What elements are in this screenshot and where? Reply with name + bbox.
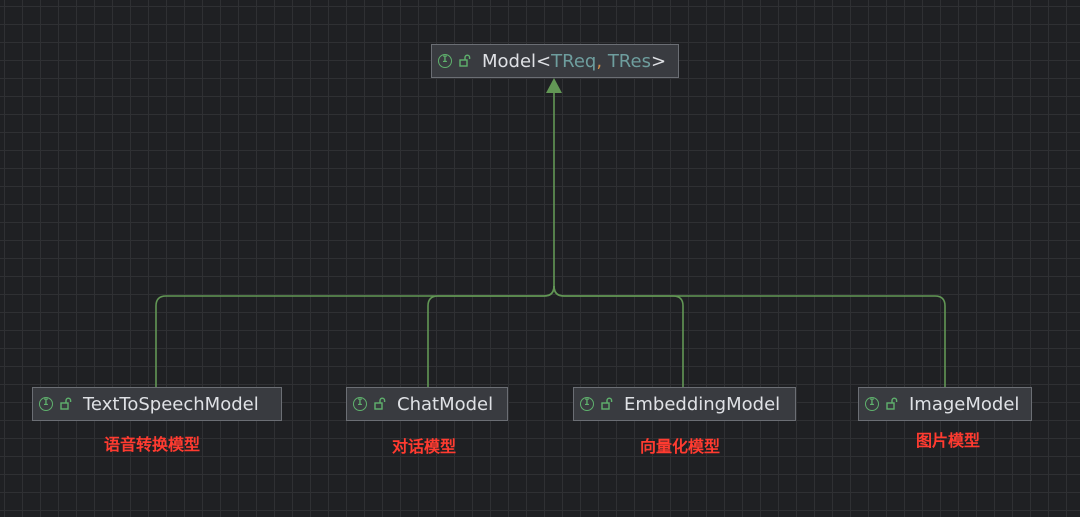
edge-texttospeech (155, 92, 555, 387)
node-label: ImageModel (909, 393, 1020, 415)
close-angle-bracket: > (650, 50, 667, 72)
edge-embedding (553, 285, 684, 387)
node-label: TextToSpeechModel (83, 393, 259, 415)
caption-embedding: 向量化模型 (640, 437, 721, 456)
interface-icon: I (865, 397, 879, 411)
lock-open-icon (374, 397, 386, 410)
lock-open-icon (601, 397, 613, 410)
type-param-tres: TRes (607, 50, 651, 72)
root-node-label: Model<TReq, TRes> (482, 51, 666, 72)
interface-icon: I (438, 54, 452, 68)
caption-image: 图片模型 (916, 431, 981, 450)
lock-open-icon (60, 397, 72, 410)
interface-icon: I (39, 397, 53, 411)
interface-icon: I (353, 397, 367, 411)
lock-open-icon (886, 397, 898, 410)
root-interface-node[interactable]: I Model<TReq, TRes> (431, 44, 679, 78)
root-node-name: Model (482, 50, 537, 72)
node-label: EmbeddingModel (624, 393, 781, 415)
type-param-treq: TReq (551, 50, 597, 72)
caption-chat: 对话模型 (392, 437, 457, 456)
inheritance-arrowhead (546, 78, 562, 93)
node-imagemodel[interactable]: I ImageModel (858, 387, 1032, 421)
type-param-separator: , (596, 50, 603, 72)
lock-open-icon (459, 54, 471, 67)
node-label: ChatModel (397, 393, 494, 415)
interface-icon: I (580, 397, 594, 411)
open-angle-bracket: < (536, 50, 552, 72)
node-embeddingmodel[interactable]: I EmbeddingModel (573, 387, 796, 421)
caption-texttospeech: 语音转换模型 (104, 435, 201, 454)
edge-image (553, 285, 946, 387)
node-chatmodel[interactable]: I ChatModel (346, 387, 508, 421)
node-texttospeechmodel[interactable]: I TextToSpeechModel (32, 387, 282, 421)
edge-chat (427, 285, 555, 387)
